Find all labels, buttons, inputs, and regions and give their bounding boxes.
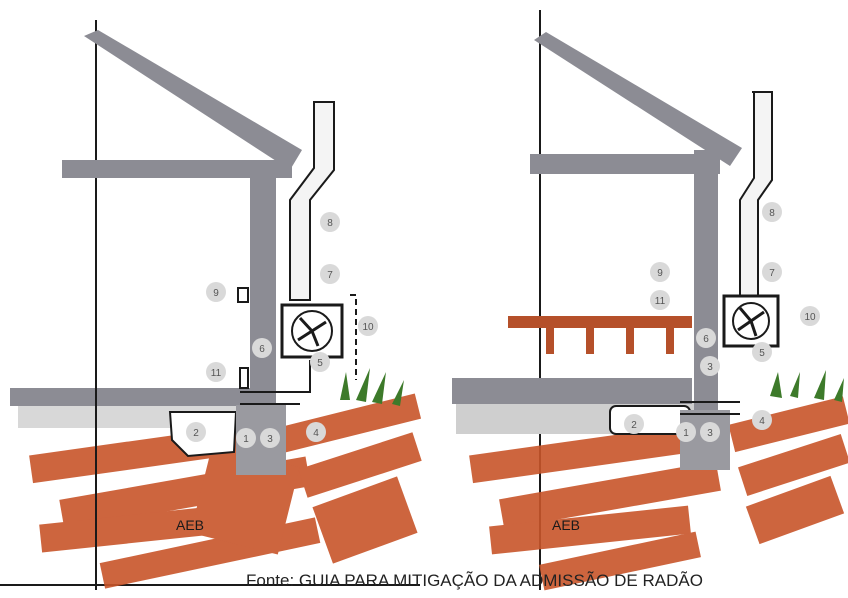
svg-text:2: 2	[631, 420, 637, 431]
left-marker-11: 11	[206, 362, 226, 382]
right-marker-8: 8	[762, 202, 782, 222]
left-marker-6: 6	[252, 338, 272, 358]
left-signature: AEB	[176, 517, 204, 533]
svg-text:1: 1	[243, 434, 249, 445]
right-marker-5: 5	[752, 342, 772, 362]
right-sketch: 8 7 9 11 10 6 5 3	[452, 10, 848, 591]
left-marker-10: 10	[358, 316, 378, 336]
svg-text:11: 11	[211, 368, 222, 379]
left-marker-8: 8	[320, 212, 340, 232]
svg-text:3: 3	[707, 362, 713, 373]
right-signature: AEB	[552, 517, 580, 533]
right-floor-joists	[508, 316, 692, 354]
left-sensor	[237, 287, 249, 303]
svg-text:2: 2	[193, 428, 199, 439]
left-sketch: 8 7 9 10 6 5 11 2	[0, 20, 422, 590]
right-marker-3-upper: 3	[700, 356, 720, 376]
svg-text:8: 8	[769, 208, 775, 219]
svg-text:11: 11	[655, 296, 666, 307]
left-marker-3: 3	[260, 428, 280, 448]
left-marker-7: 7	[320, 264, 340, 284]
left-wall	[250, 170, 276, 415]
right-soil	[469, 396, 848, 591]
svg-text:6: 6	[259, 344, 265, 355]
right-marker-3: 3	[700, 422, 720, 442]
svg-text:10: 10	[362, 322, 374, 333]
svg-text:8: 8	[327, 218, 333, 229]
right-slab	[452, 378, 692, 404]
svg-text:9: 9	[657, 268, 663, 279]
right-plants	[770, 370, 844, 402]
left-marker-4: 4	[306, 422, 326, 442]
right-wall	[694, 150, 718, 415]
svg-text:4: 4	[759, 416, 765, 427]
left-ceiling-beam	[62, 160, 292, 178]
svg-text:9: 9	[213, 288, 219, 299]
left-plants	[340, 368, 404, 406]
left-monitor	[239, 367, 249, 389]
right-marker-1: 1	[676, 422, 696, 442]
right-fan-icon	[722, 294, 780, 348]
right-marker-9: 9	[650, 262, 670, 282]
right-marker-2: 2	[624, 414, 644, 434]
left-vent-pipe	[240, 101, 335, 405]
left-roof	[84, 30, 302, 170]
svg-text:7: 7	[769, 268, 775, 279]
left-marker-9: 9	[206, 282, 226, 302]
left-marker-5: 5	[310, 352, 330, 372]
left-slab	[10, 388, 250, 406]
right-marker-10: 10	[800, 306, 820, 326]
right-marker-4: 4	[752, 410, 772, 430]
left-marker-1: 1	[236, 428, 256, 448]
svg-text:5: 5	[759, 348, 765, 359]
svg-text:4: 4	[313, 428, 319, 439]
right-roof	[534, 32, 742, 166]
svg-text:3: 3	[267, 434, 273, 445]
svg-text:7: 7	[327, 270, 333, 281]
svg-text:3: 3	[707, 428, 713, 439]
right-ceiling-beam	[530, 154, 720, 174]
svg-text:5: 5	[317, 358, 323, 369]
left-marker-2: 2	[186, 422, 206, 442]
right-marker-7: 7	[762, 262, 782, 282]
source-caption: Fonte: GUIA PARA MITIGAÇÃO DA ADMISSÃO D…	[246, 571, 703, 590]
right-marker-6: 6	[696, 328, 716, 348]
right-marker-11: 11	[650, 290, 670, 310]
svg-text:6: 6	[703, 334, 709, 345]
svg-text:10: 10	[804, 312, 816, 323]
svg-text:1: 1	[683, 428, 689, 439]
